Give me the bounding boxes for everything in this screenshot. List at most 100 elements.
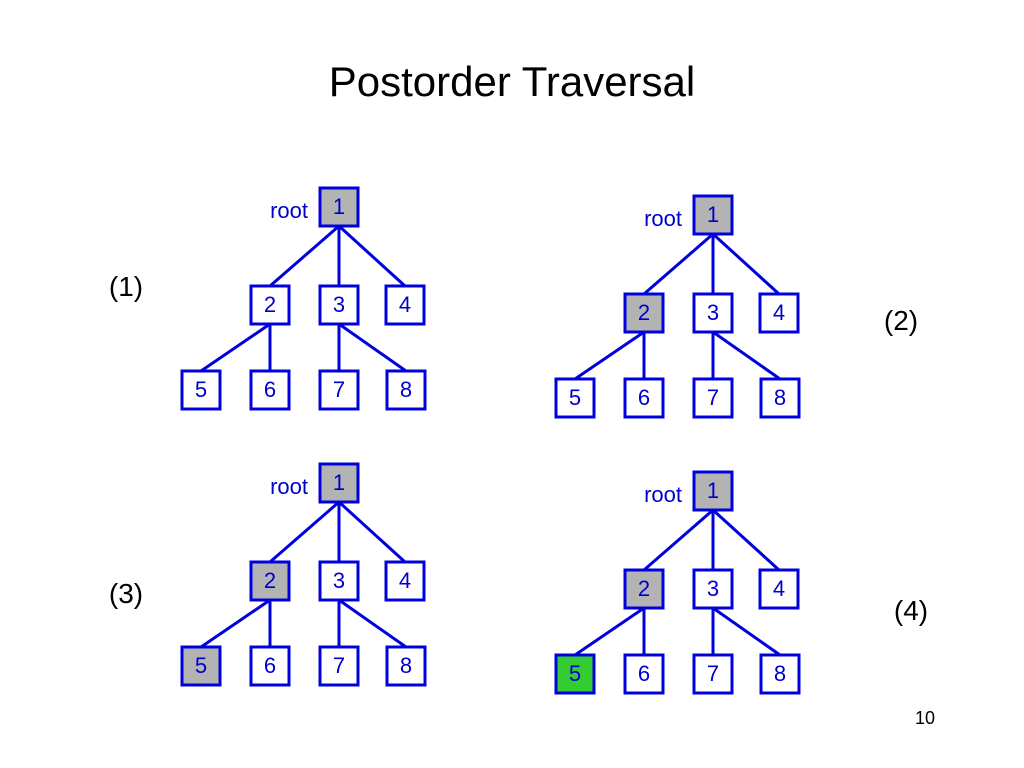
node-label: 1 — [707, 478, 719, 503]
node-label: 6 — [264, 653, 276, 678]
node-label: 6 — [638, 385, 650, 410]
root-label: root — [270, 474, 308, 499]
edge-1-4 — [337, 224, 407, 288]
node-box — [692, 653, 734, 695]
tree-panel-4: 1 2 3 4 5 6 7 8 root (4) — [554, 470, 928, 695]
tree-node-6-unvisited: 6 — [623, 653, 665, 695]
tree-node-4-unvisited: 4 — [758, 292, 800, 334]
tree-node-4-unvisited: 4 — [384, 284, 426, 326]
root-label: root — [644, 482, 682, 507]
step-label: (3) — [109, 578, 143, 609]
node-label: 2 — [638, 300, 650, 325]
node-label: 5 — [569, 385, 581, 410]
node-box — [623, 568, 665, 610]
edge-3-8 — [712, 606, 781, 657]
edge-1-4 — [711, 508, 781, 572]
tree-node-2-visited: 2 — [249, 560, 291, 602]
node-label: 8 — [774, 385, 786, 410]
tree-node-3-unvisited: 3 — [318, 284, 360, 326]
edge-3-8 — [712, 330, 781, 381]
node-box — [318, 560, 360, 602]
node-label: 1 — [333, 470, 345, 495]
node-box — [692, 377, 734, 419]
node-box — [318, 284, 360, 326]
node-box — [759, 377, 801, 419]
edge-1-2 — [269, 500, 340, 564]
node-label: 4 — [773, 576, 785, 601]
tree-node-2-visited: 2 — [623, 292, 665, 334]
node-label: 8 — [774, 661, 786, 686]
node-box — [692, 568, 734, 610]
edge-2-5 — [200, 322, 271, 373]
node-box — [384, 560, 426, 602]
edge-2-5 — [574, 330, 645, 381]
node-label: 2 — [264, 568, 276, 593]
node-label: 7 — [333, 377, 345, 402]
node-label: 1 — [333, 194, 345, 219]
tree-node-6-unvisited: 6 — [249, 645, 291, 687]
node-box — [623, 292, 665, 334]
tree-node-8-unvisited: 8 — [759, 653, 801, 695]
tree-node-6-unvisited: 6 — [249, 369, 291, 411]
tree-node-8-unvisited: 8 — [759, 377, 801, 419]
tree-node-3-unvisited: 3 — [692, 292, 734, 334]
node-box — [249, 560, 291, 602]
node-label: 4 — [399, 292, 411, 317]
edge-3-8 — [338, 598, 407, 649]
node-label: 6 — [264, 377, 276, 402]
root-label: root — [644, 206, 682, 231]
tree-node-8-unvisited: 8 — [385, 369, 427, 411]
node-box — [554, 653, 596, 695]
node-label: 7 — [707, 661, 719, 686]
edge-1-2 — [643, 232, 714, 296]
tree-node-1-visited: 1 — [318, 462, 360, 504]
tree-node-6-unvisited: 6 — [623, 377, 665, 419]
tree-node-1-visited: 1 — [318, 186, 360, 228]
tree-node-8-unvisited: 8 — [385, 645, 427, 687]
step-label: (2) — [884, 305, 918, 336]
slide-title: Postorder Traversal — [328, 58, 696, 105]
node-box — [318, 645, 360, 687]
node-box — [318, 186, 360, 228]
tree-node-7-unvisited: 7 — [318, 369, 360, 411]
tree-node-3-unvisited: 3 — [692, 568, 734, 610]
tree-node-2-visited: 2 — [623, 568, 665, 610]
node-box — [249, 369, 291, 411]
node-label: 1 — [707, 202, 719, 227]
tree-node-5-visited: 5 — [180, 645, 222, 687]
node-label: 7 — [333, 653, 345, 678]
tree-node-1-visited: 1 — [692, 470, 734, 512]
node-label: 7 — [707, 385, 719, 410]
node-box — [692, 194, 734, 236]
node-box — [692, 292, 734, 334]
node-box — [180, 369, 222, 411]
step-label: (1) — [109, 271, 143, 302]
node-label: 4 — [773, 300, 785, 325]
node-label: 6 — [638, 661, 650, 686]
node-label: 5 — [195, 377, 207, 402]
node-box — [692, 470, 734, 512]
node-box — [318, 462, 360, 504]
page-number: 10 — [914, 708, 936, 728]
node-box — [758, 568, 800, 610]
node-box — [318, 369, 360, 411]
edge-1-4 — [337, 500, 407, 564]
node-label: 2 — [264, 292, 276, 317]
tree-node-5-unvisited: 5 — [180, 369, 222, 411]
node-label: 8 — [400, 377, 412, 402]
node-box — [249, 284, 291, 326]
node-box — [180, 645, 222, 687]
node-label: 3 — [707, 300, 719, 325]
node-label: 2 — [638, 576, 650, 601]
tree-node-7-unvisited: 7 — [692, 377, 734, 419]
step-label: (4) — [894, 595, 928, 626]
node-box — [623, 653, 665, 695]
node-label: 8 — [400, 653, 412, 678]
tree-node-5-unvisited: 5 — [554, 377, 596, 419]
node-box — [249, 645, 291, 687]
tree-node-5-current: 5 — [554, 653, 596, 695]
node-box — [758, 292, 800, 334]
node-box — [385, 645, 427, 687]
